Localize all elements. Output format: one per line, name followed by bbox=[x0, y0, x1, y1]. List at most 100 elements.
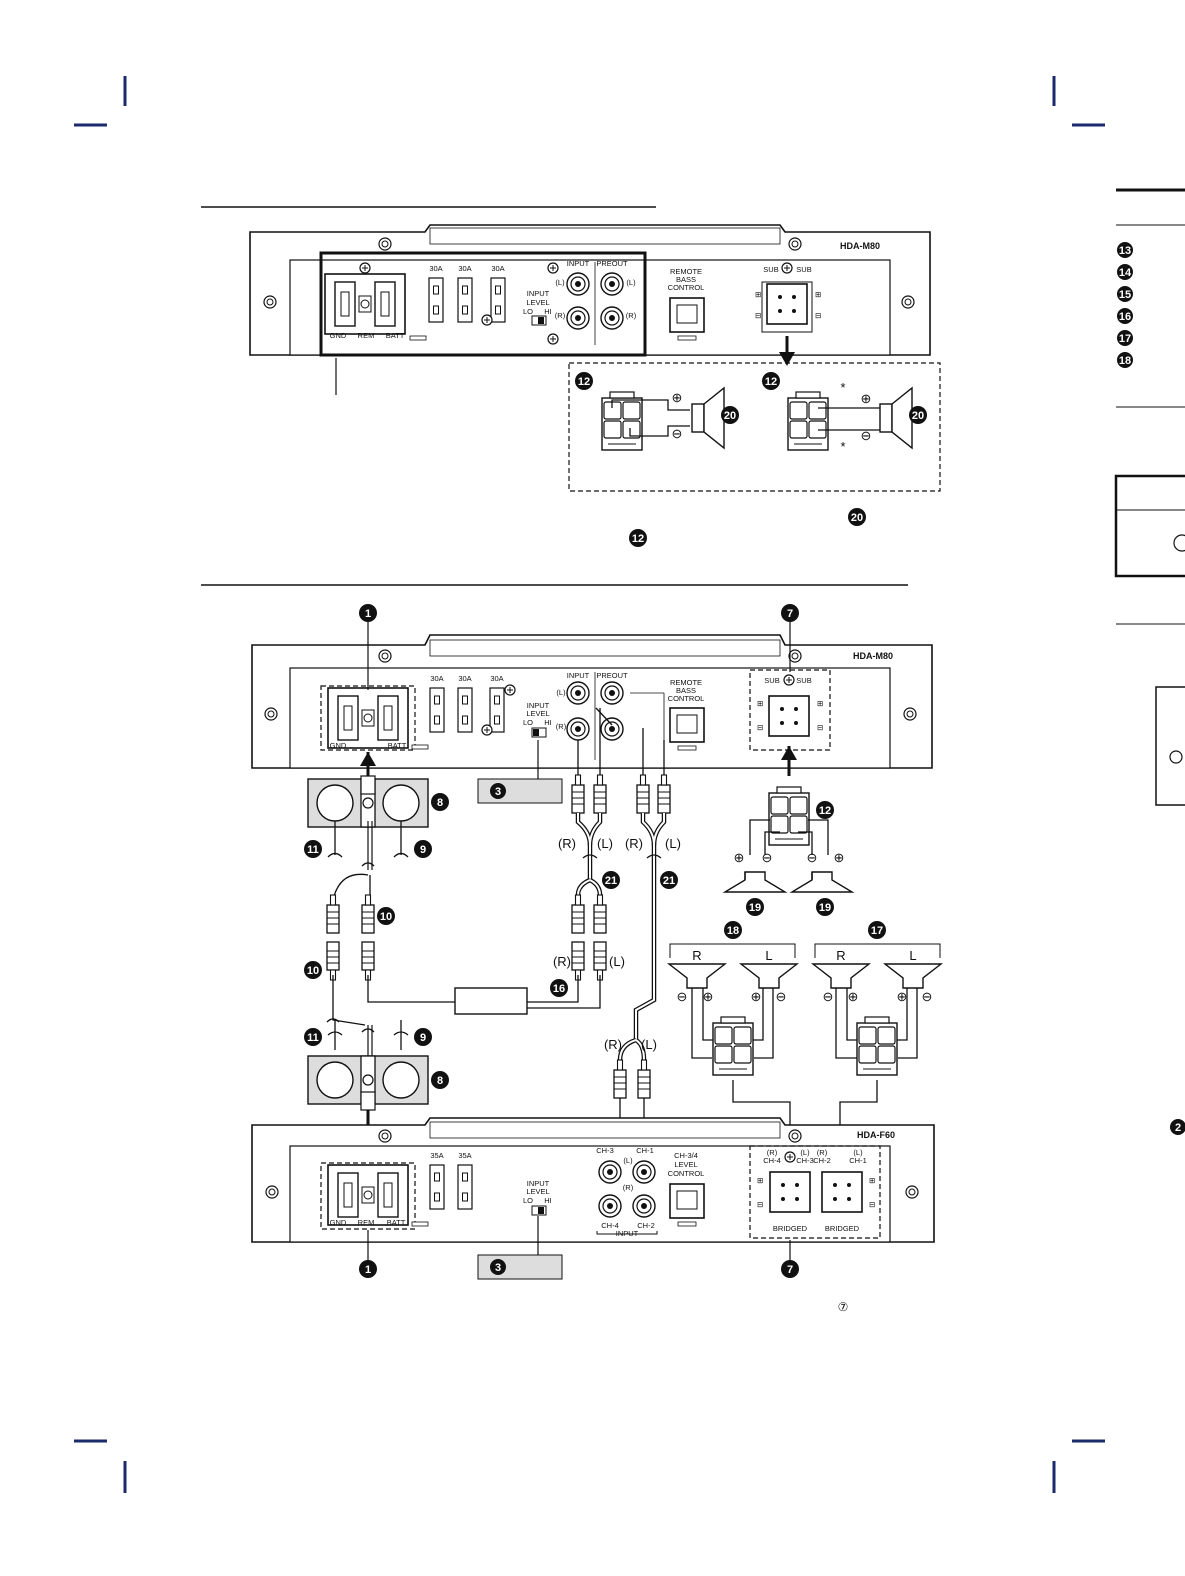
svg-text:⊖: ⊖ bbox=[672, 426, 683, 441]
callout-12: 12 bbox=[578, 376, 590, 388]
remote-label: REMOTE bbox=[670, 678, 702, 687]
preout-label: PREOUT bbox=[596, 259, 628, 268]
control-label: CONTROL bbox=[668, 694, 705, 703]
input-label: INPUT bbox=[567, 671, 590, 680]
fuse-label: 35A bbox=[430, 1151, 443, 1160]
callout-3: 3 bbox=[495, 1262, 501, 1274]
hi-label: HI bbox=[544, 1196, 552, 1205]
side-num: 2 bbox=[1175, 1122, 1181, 1134]
callout-11: 11 bbox=[307, 1032, 319, 1044]
svg-text:⊖: ⊖ bbox=[823, 989, 834, 1004]
callout-21: 21 bbox=[605, 875, 617, 887]
callout-7: 7 bbox=[787, 1264, 793, 1276]
ch-l-label: (L) bbox=[556, 688, 566, 697]
control-label: CONTROL bbox=[668, 283, 705, 292]
callout-16: 16 bbox=[553, 983, 565, 995]
ch-r-label: (R) bbox=[626, 311, 637, 320]
callout-19: 19 bbox=[819, 902, 831, 914]
rca-label: (R) bbox=[604, 1037, 622, 1052]
hi-label: HI bbox=[544, 307, 552, 316]
input-label: INPUT bbox=[567, 259, 590, 268]
svg-text:⊕: ⊕ bbox=[848, 989, 859, 1004]
fuse-label: 30A bbox=[430, 674, 443, 683]
remote-label: REMOTE bbox=[670, 267, 702, 276]
ch-r4-label: (R) bbox=[767, 1148, 778, 1157]
speaker-l-label: L bbox=[909, 948, 916, 963]
input-level-label2: LEVEL bbox=[526, 298, 549, 307]
lo-label: LO bbox=[523, 307, 533, 316]
callout-10: 10 bbox=[307, 965, 319, 977]
callout-20: 20 bbox=[912, 410, 924, 422]
callout-12: 12 bbox=[819, 805, 831, 817]
svg-text:⊕: ⊕ bbox=[834, 850, 845, 865]
svg-text:⊞: ⊞ bbox=[755, 290, 761, 299]
model-label: HDA-M80 bbox=[840, 241, 880, 251]
crop-marks bbox=[74, 76, 1105, 1493]
svg-text:⊟: ⊟ bbox=[757, 1200, 763, 1209]
input-level-label: INPUT bbox=[527, 289, 550, 298]
ch1-label: CH-1 bbox=[849, 1156, 867, 1165]
rca-label: (L) bbox=[665, 836, 681, 851]
svg-text:⊟: ⊟ bbox=[869, 1200, 875, 1209]
svg-text:⊟: ⊟ bbox=[755, 311, 761, 320]
side-column bbox=[1114, 188, 1185, 806]
input-level-label2: LEVEL bbox=[526, 709, 549, 718]
ch3-label: CH-3 bbox=[796, 1156, 814, 1165]
note-callout-12: 12 bbox=[632, 533, 644, 545]
ch-r-label: (R) bbox=[556, 722, 567, 731]
sub-label: SUB bbox=[763, 265, 778, 274]
svg-text:⊞: ⊞ bbox=[757, 699, 763, 708]
speaker-r-label: R bbox=[692, 948, 701, 963]
callout-8: 8 bbox=[437, 797, 443, 809]
level-label: LEVEL bbox=[674, 1160, 697, 1169]
callout-21: 21 bbox=[663, 875, 675, 887]
speaker-group-17: 17 R L ⊖ ⊕ ⊕ ⊖ bbox=[812, 921, 942, 1185]
bridged-label: BRIDGED bbox=[825, 1224, 860, 1233]
svg-text:⊖: ⊖ bbox=[807, 850, 818, 865]
callout-11: 11 bbox=[307, 844, 319, 856]
sub-label: SUB bbox=[764, 676, 779, 685]
ch4-label: CH-4 bbox=[763, 1156, 781, 1165]
lo-label: LO bbox=[523, 1196, 533, 1205]
fuse-label: 35A bbox=[458, 1151, 471, 1160]
fuse-label: 30A bbox=[429, 264, 442, 273]
rca-label: (R) bbox=[553, 954, 571, 969]
side-num: 15 bbox=[1119, 289, 1131, 301]
ch-l-label: (L) bbox=[555, 278, 565, 287]
svg-text:⊕: ⊕ bbox=[672, 390, 683, 405]
side-num: 17 bbox=[1119, 333, 1131, 345]
svg-text:⊕: ⊕ bbox=[734, 850, 745, 865]
input-level-label: INPUT bbox=[527, 701, 550, 710]
bass-label: BASS bbox=[676, 275, 696, 284]
sub-label: SUB bbox=[796, 265, 811, 274]
speaker-detail-box: 12 12 ⊕ ⊖ 20 ⊕ ⊖ * * 20 bbox=[568, 336, 941, 492]
side-num: 13 bbox=[1119, 245, 1131, 257]
ch-l1-label: (L) bbox=[853, 1148, 863, 1157]
ch-r2-label: (R) bbox=[817, 1148, 828, 1157]
svg-text:⊟: ⊟ bbox=[817, 723, 823, 732]
svg-text:⊕: ⊕ bbox=[861, 391, 872, 406]
callout-1: 1 bbox=[365, 1264, 371, 1276]
callout-12: 12 bbox=[765, 376, 777, 388]
svg-text:⊞: ⊞ bbox=[869, 1176, 875, 1185]
side-num: 16 bbox=[1119, 311, 1131, 323]
model-label: HDA-F60 bbox=[857, 1130, 895, 1140]
svg-text:⊟: ⊟ bbox=[815, 311, 821, 320]
svg-text:⊞: ⊞ bbox=[817, 699, 823, 708]
callout-9: 9 bbox=[420, 1032, 426, 1044]
rca-label: (L) bbox=[597, 836, 613, 851]
rca-label: (L) bbox=[641, 1037, 657, 1052]
terminal-rem-label: REM bbox=[358, 1218, 375, 1227]
svg-text:⊕: ⊕ bbox=[897, 989, 908, 1004]
callout-9: 9 bbox=[420, 844, 426, 856]
ch-r-label: (R) bbox=[555, 311, 566, 320]
model-label: HDA-M80 bbox=[853, 651, 893, 661]
svg-text:⊕: ⊕ bbox=[703, 989, 714, 1004]
callout-20: 20 bbox=[724, 410, 736, 422]
terminal-gnd-label: GND bbox=[330, 741, 347, 750]
input-level-label2: LEVEL bbox=[526, 1187, 549, 1196]
ch3-label: CH-3 bbox=[596, 1146, 614, 1155]
amp-top: GND REM BATT 30A 30A 30A INPUT LEVEL LO … bbox=[249, 224, 931, 395]
asterisk: * bbox=[840, 439, 845, 454]
